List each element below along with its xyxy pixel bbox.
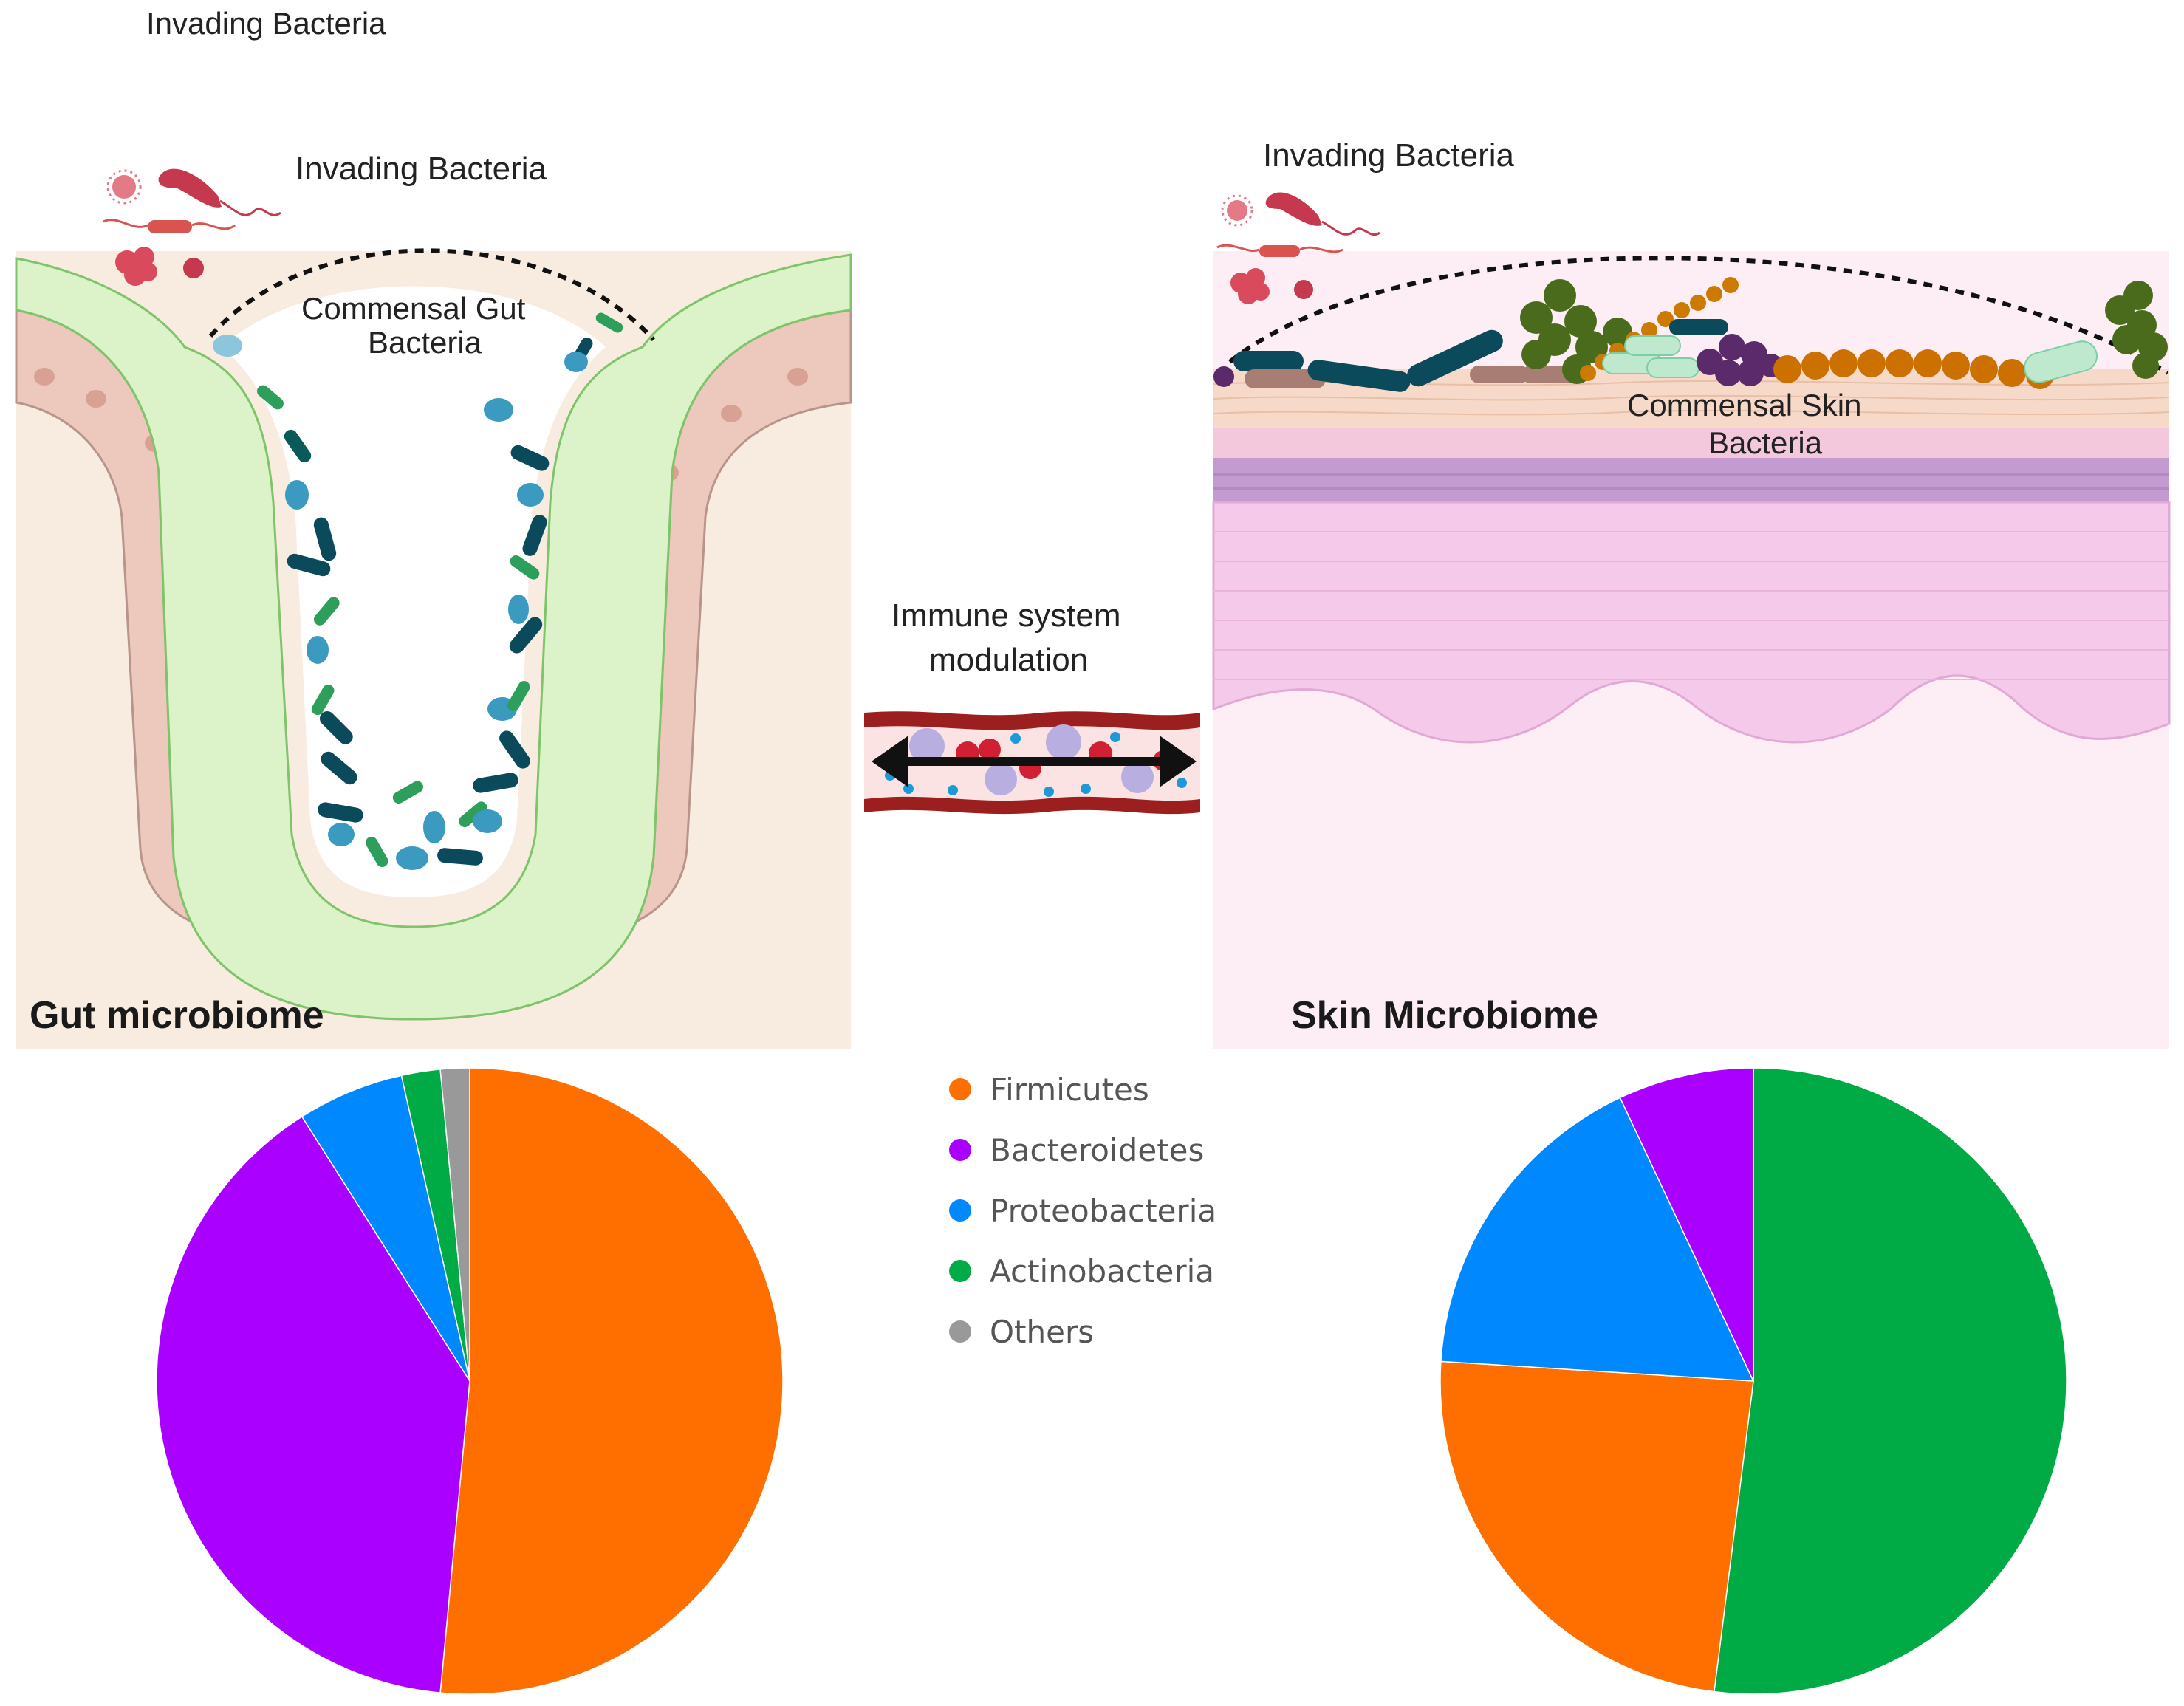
gut-invading-bacteria [103,168,281,286]
immune-label-line2: modulation [929,642,1088,678]
gut-commensal-label-line2: Bacteria [368,325,482,360]
gut-pie-slice-bacteroidetes [156,1115,470,1693]
skin-pie-slice-bacteroidetes [1619,1067,1754,1382]
gut-dashed-arc [208,248,656,342]
skin-spinous-layer [1213,458,2169,502]
gut-panel: Invading Bacteria Commensal Gut Bacteria… [15,151,852,1049]
gut-pie-slice-firmicutes [439,1067,784,1695]
gut-pie-slice-proteobacteria [301,1075,470,1382]
skin-commensal-label-line2: Bacteria [1708,425,1823,460]
skin-pie-slice-proteobacteria [1440,1097,1755,1382]
legend-swatch-actinobacteria [949,1260,971,1282]
legend-label-firmicutes: Firmicutes [990,1072,1149,1108]
immune-modulation: Immune system modulation [864,597,1200,815]
skin-commensal-label-line1: Commensal Skin [1627,388,1861,422]
legend-label-others: Others [990,1314,1094,1350]
skin-dashed-arc [1228,256,2169,375]
legend-swatch-bacteroidetes [949,1139,971,1161]
skin-panel: Invading Bacteria Commensal Skin Bacteri… [1212,137,2171,1049]
skin-panel-title: Skin Microbiome [1291,994,1598,1037]
gut-invading-label: Invading Bacteria [295,151,547,187]
legend-swatch-others [949,1320,971,1343]
skin-spinous-dots [1213,473,2169,490]
legend-label-actinobacteria: Actinobacteria [990,1253,1214,1289]
gut-pie-chart [156,1067,784,1695]
skin-pie-slice-firmicutes [1440,1360,1754,1693]
gut-commensal-bacteria [213,312,623,870]
skin-invading-label: Invading Bacteria [1263,137,1515,174]
skin-cell-grid [1213,531,2169,680]
immune-label-line1: Immune system [891,597,1121,634]
gut-pie-slice-others [439,1067,470,1382]
legend-swatch-firmicutes [949,1078,971,1100]
double-arrow [872,736,1197,787]
skin-pie-slice-actinobacteria [1714,1067,2067,1695]
gut-panel-title: Gut microbiome [30,994,324,1037]
legend-label-proteobacteria: Proteobacteria [990,1193,1216,1229]
skin-invading-bacteria [1216,192,1380,304]
top-invading-label: Invading Bacteria [146,6,386,41]
skin-granular-layer [1213,428,2169,458]
legend-label-bacteroidetes: Bacteroidetes [990,1132,1204,1168]
skin-commensal-bacteria [1213,277,2168,392]
legend-swatch-proteobacteria [949,1199,971,1222]
skin-pie-chart [1440,1067,2067,1695]
skin-epidermis [1212,501,2171,744]
gut-mucus-layer [15,253,852,1021]
gut-commensal-label-line1: Commensal Gut [301,291,526,326]
legend: FirmicutesBacteroidetesProteobacteriaAct… [949,1072,1216,1350]
